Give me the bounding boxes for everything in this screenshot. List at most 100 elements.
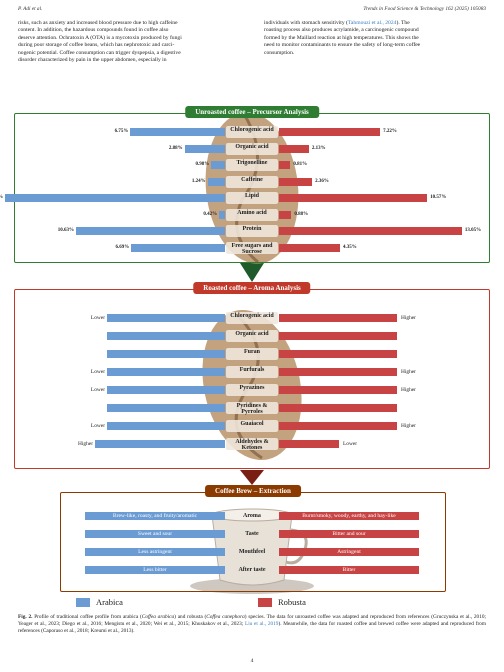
value-robusta: 13.05% — [464, 228, 482, 233]
bar-arabica — [131, 243, 225, 252]
panel-title-brew: Coffee Brew – Extraction — [205, 485, 301, 497]
label-background — [226, 208, 278, 221]
panel-unroasted: Unroasted coffee – Precursor Analysis — [14, 106, 490, 263]
citation-link[interactable]: Liu et al., 2019 — [244, 621, 279, 628]
label-background — [226, 312, 278, 324]
text-line: deserve attention. Ochratoxin A (OTA) is… — [18, 34, 182, 41]
label-background — [226, 142, 278, 155]
value-arabica: 6.75% — [114, 129, 129, 134]
row-label: Organic acid — [235, 143, 269, 150]
bar-robusta — [279, 144, 309, 153]
bar-robusta — [279, 314, 397, 322]
bar-robusta — [279, 368, 397, 376]
bar-arabica — [107, 368, 225, 376]
legend-label-robusta: Robusta — [278, 597, 306, 607]
citation-link[interactable]: Tahmouzi et al., 2024 — [347, 20, 397, 26]
panel-brew: Coffee Brew – Extraction — [60, 485, 446, 592]
row-label: Guaiacol — [240, 421, 264, 427]
bar-arabica — [211, 161, 225, 169]
qualifier-robusta: Lower — [343, 441, 358, 447]
bar-robusta — [279, 440, 339, 448]
text-line: individuals with stomach sensitivity (Ta… — [264, 20, 410, 26]
value-robusta: 0.81% — [293, 162, 308, 167]
panel-roasted: Roasted coffee – Aroma Analysis — [14, 282, 490, 469]
value-robusta: 2.13% — [311, 145, 326, 151]
bar-arabica — [107, 314, 225, 322]
value-robusta: 7.22% — [383, 129, 397, 134]
qualifier-arabica: Higher — [78, 441, 93, 447]
figure-2: Unroasted coffee – Precursor Analysis Ro… — [0, 106, 490, 594]
descriptor-robusta: Bitter — [279, 566, 419, 574]
qualifier-robusta: Higher — [401, 423, 416, 429]
value-arabica: 15.70% — [0, 194, 3, 202]
descriptor-robusta: Burnt/smoky, woody, earthy, and hay-like — [279, 512, 419, 520]
descriptor-robusta: Bitter and sour — [279, 530, 419, 538]
text-line: during poor storage of coffee beans, whi… — [18, 42, 175, 49]
text-line: content. In addition, the hazardous comp… — [18, 27, 169, 34]
row-label: Trigonelline — [236, 160, 268, 166]
row-label: Pyridines & Pyrroles — [236, 403, 268, 415]
bar-arabica — [76, 227, 225, 235]
label-background — [226, 241, 278, 254]
label-background — [226, 402, 278, 414]
text-line: consumption. — [264, 49, 295, 56]
running-header-authors: P. Adi et al. — [18, 6, 43, 12]
label-background — [226, 438, 278, 450]
label-background — [226, 366, 278, 378]
text-line: roasting process also produces acrylamid… — [264, 27, 419, 34]
qualifier-arabica: Lower — [90, 315, 105, 321]
label-background — [226, 348, 278, 360]
row-label: Furan — [243, 349, 260, 355]
panel-title-unroasted: Unroasted coffee – Precursor Analysis — [185, 106, 319, 118]
value-arabica: 0.98% — [195, 162, 210, 167]
bar-arabica — [107, 332, 225, 340]
legend-swatch-arabica — [76, 598, 90, 607]
bar-robusta — [279, 210, 292, 219]
row-label: Chlorogenic acid — [230, 313, 274, 319]
descriptor-arabica: Sweet and sour — [85, 530, 225, 538]
bar-arabica — [107, 422, 225, 430]
value-robusta: 10.57% — [430, 195, 447, 200]
bar-robusta — [279, 386, 397, 394]
bar-arabica — [130, 128, 225, 136]
row-label: Taste — [245, 531, 259, 537]
label-background — [226, 420, 278, 432]
label-background — [226, 384, 278, 396]
figure-caption: Fig. 2. Profile of traditional coffee pr… — [18, 614, 486, 635]
text-line: need to monitor contaminants to ensure t… — [264, 42, 421, 49]
descriptor-arabica: Less astringent — [85, 548, 225, 556]
row-label: Amino acid — [237, 209, 267, 216]
arrow-down-icon — [240, 470, 264, 485]
label-background — [226, 192, 278, 204]
legend-label-arabica: Arabica — [96, 597, 123, 607]
bar-robusta — [279, 404, 397, 412]
text-line: formed by the Maillard reaction at high … — [264, 34, 419, 41]
arrow-down-icon — [240, 263, 264, 282]
qualifier-robusta: Higher — [401, 315, 416, 321]
bar-robusta — [279, 227, 462, 235]
label-background — [226, 159, 278, 171]
running-header-journal: Trends in Food Science & Technology 162 … — [363, 6, 486, 12]
value-arabica: 0.42% — [203, 211, 218, 217]
label-background — [226, 126, 278, 138]
row-label: Mouthfeel — [238, 549, 266, 555]
bar-arabica — [107, 350, 225, 358]
descriptor-arabica: Brew-like, roasty, and fruity/aromatic — [85, 512, 225, 520]
legend-swatch-robusta — [258, 598, 272, 607]
row-label: After taste — [238, 567, 266, 573]
text-line: nogenic potential. Coffee consumption ca… — [18, 49, 181, 56]
label-background — [226, 225, 278, 237]
value-arabica: 10.63% — [57, 228, 75, 233]
row-label: Aldehydes & Ketones — [235, 439, 269, 451]
value-robusta: 2.36% — [315, 178, 329, 184]
bar-robusta — [279, 128, 381, 136]
row-label: Lipid — [244, 193, 259, 199]
text-line: risks, such as anxiety and increased blo… — [18, 20, 178, 26]
body-text-right: individuals with stomach sensitivity (Ta… — [264, 20, 486, 57]
row-label: Organic acid — [235, 331, 269, 337]
bar-arabica — [5, 194, 225, 202]
row-label: Pyrazines — [239, 385, 265, 391]
qualifier-robusta: Higher — [401, 387, 416, 393]
label-background — [226, 330, 278, 342]
qualifier-arabica: Lower — [90, 369, 105, 375]
